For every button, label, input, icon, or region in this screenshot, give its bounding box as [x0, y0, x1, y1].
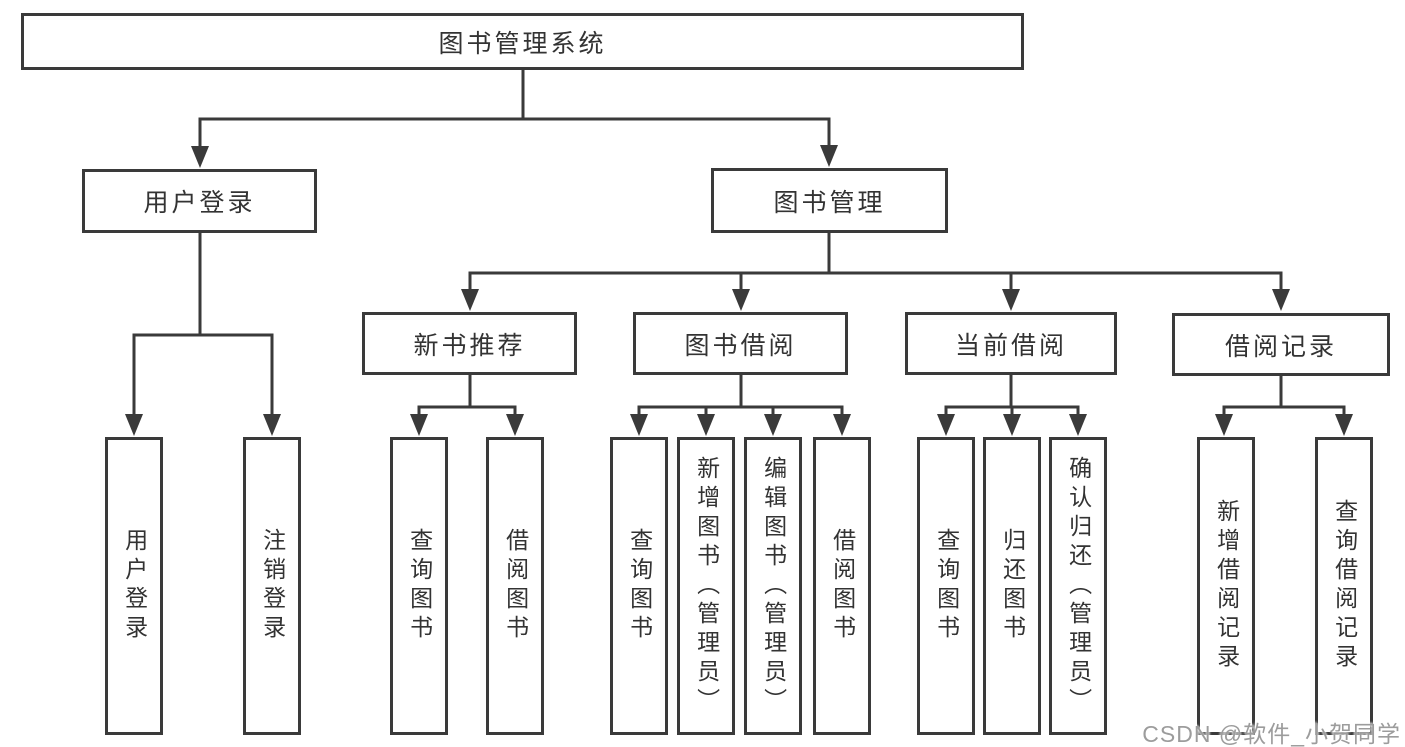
node-leaf-edit-books-admin: 编辑图书（管理员）	[744, 437, 802, 735]
node-leaf-query-borrow-record: 查询借阅记录	[1315, 437, 1373, 735]
connector-user-login-children	[125, 231, 281, 436]
arrowhead	[937, 414, 955, 436]
node-label: 借阅记录	[1224, 332, 1337, 361]
node-leaf-add-books-admin: 新增图书（管理员）	[677, 437, 735, 735]
arrowhead	[410, 414, 428, 436]
arrowhead	[697, 414, 715, 436]
connector-book-management-children	[461, 231, 1290, 311]
node-label: 图书管理系统	[438, 29, 607, 58]
node-leaf-query-books-current: 查询图书	[917, 437, 975, 735]
arrowhead	[1003, 414, 1021, 436]
node-root: 图书管理系统	[21, 13, 1024, 70]
node-label: 用户登录	[121, 528, 148, 644]
arrowhead	[833, 414, 851, 436]
node-label: 归还图书	[999, 528, 1026, 644]
node-label: 借阅图书	[829, 528, 856, 644]
node-label: 新增图书（管理员）	[693, 455, 720, 717]
node-label: 图书借阅	[684, 331, 797, 360]
node-label: 查询图书	[406, 528, 433, 644]
arrowhead	[732, 289, 750, 311]
node-leaf-confirm-return-admin: 确认归还（管理员）	[1049, 437, 1107, 735]
node-book-borrow: 图书借阅	[633, 312, 848, 375]
node-leaf-logout: 注销登录	[243, 437, 301, 735]
arrowhead	[1002, 289, 1020, 311]
node-label: 查询图书	[933, 528, 960, 644]
arrowhead	[1272, 289, 1290, 311]
arrowhead	[1215, 414, 1233, 436]
connector-current-borrow-children	[937, 372, 1087, 436]
node-label: 图书管理	[773, 188, 886, 217]
node-borrow-records: 借阅记录	[1172, 313, 1390, 376]
connector-root-to-level2	[191, 68, 838, 168]
node-leaf-return-books: 归还图书	[983, 437, 1041, 735]
node-leaf-add-borrow-record: 新增借阅记录	[1197, 437, 1255, 735]
arrowhead	[630, 414, 648, 436]
arrowhead	[191, 146, 209, 168]
arrowhead	[820, 145, 838, 167]
connector-book-borrow-children	[630, 372, 851, 436]
arrowhead	[263, 414, 281, 436]
connector-borrow-records-children	[1215, 374, 1353, 436]
node-label: 新增借阅记录	[1213, 499, 1240, 673]
node-leaf-user-login: 用户登录	[105, 437, 163, 735]
node-label: 新书推荐	[413, 331, 526, 360]
node-current-borrow: 当前借阅	[905, 312, 1117, 375]
arrowhead	[506, 414, 524, 436]
arrowhead	[764, 414, 782, 436]
node-leaf-borrow-books-recommend: 借阅图书	[486, 437, 544, 735]
arrowhead	[461, 289, 479, 311]
node-book-management: 图书管理	[711, 168, 948, 233]
node-label: 查询图书	[626, 528, 653, 644]
arrowhead	[1069, 414, 1087, 436]
arrowhead	[125, 414, 143, 436]
node-label: 确认归还（管理员）	[1065, 455, 1092, 717]
node-label: 注销登录	[259, 528, 286, 644]
node-label: 借阅图书	[502, 528, 529, 644]
node-label: 查询借阅记录	[1331, 499, 1358, 673]
node-leaf-query-books-recommend: 查询图书	[390, 437, 448, 735]
node-leaf-query-books-borrow: 查询图书	[610, 437, 668, 735]
node-label: 编辑图书（管理员）	[760, 455, 787, 717]
node-label: 用户登录	[143, 189, 256, 217]
csdn-watermark: CSDN @软件_小贺同学	[1142, 721, 1401, 747]
node-user-login: 用户登录	[82, 169, 317, 233]
arrowhead	[1335, 414, 1353, 436]
node-label: 当前借阅	[954, 331, 1067, 360]
node-leaf-borrow-books-borrow: 借阅图书	[813, 437, 871, 735]
node-new-book-recommend: 新书推荐	[362, 312, 577, 375]
connector-new-book-recommend-children	[410, 372, 524, 436]
